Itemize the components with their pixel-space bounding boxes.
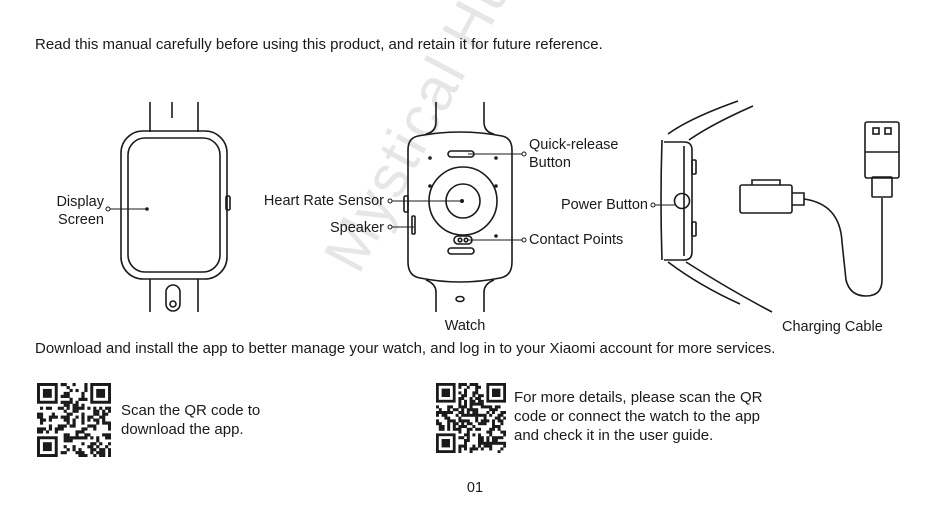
power-button-label: Power Button [560, 197, 648, 213]
qr-right-caption: For more details, please scan the QR cod… [514, 389, 763, 444]
heart-rate-sensor-label: Heart Rate Sensor [263, 193, 384, 209]
quick-release-button-label: Quick-release Button [529, 137, 619, 171]
watch-front-illustration [120, 102, 231, 312]
qr-left-caption: Scan the QR code to download the app. [121, 402, 261, 438]
contact-points-label: Contact Points [529, 232, 624, 248]
page-number: 01 [466, 480, 484, 496]
watch-caption: Watch [444, 318, 486, 334]
watch-back-illustration [403, 102, 513, 312]
charging-cable-caption: Charging Cable [782, 319, 883, 335]
download-instructions: Download and install the app to better m… [35, 340, 776, 357]
speaker-label: Speaker [329, 220, 384, 236]
display-screen-label: Display Screen [56, 194, 104, 228]
app-download-qr-code [37, 383, 111, 457]
user-guide-qr-code [436, 383, 506, 453]
charging-cable-illustration [739, 121, 900, 297]
intro-text: Read this manual carefully before using … [35, 36, 603, 53]
watch-side-illustration [660, 100, 773, 313]
